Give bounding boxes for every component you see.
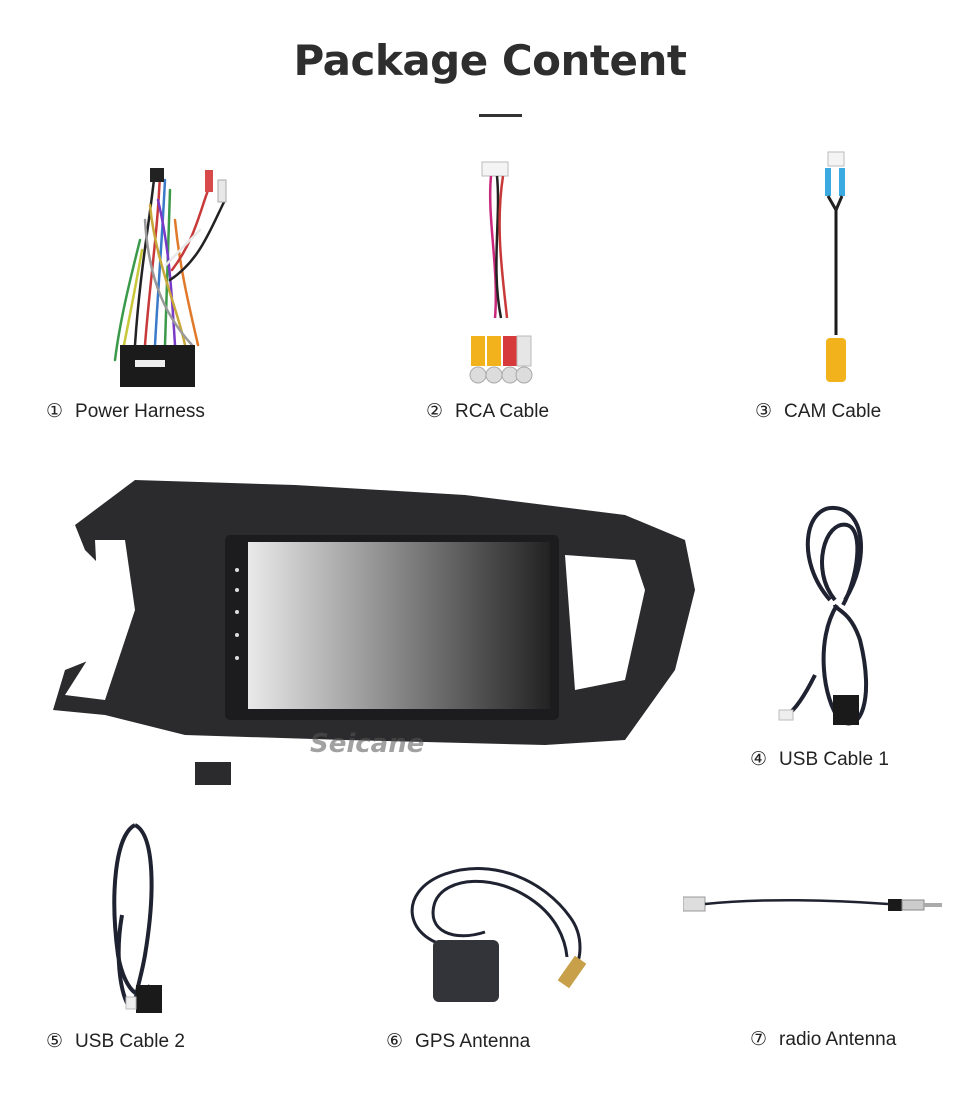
gps-antenna-image	[395, 862, 605, 1012]
watermark: Seicane	[310, 729, 424, 759]
power-harness-image	[100, 160, 260, 390]
radio-antenna-image	[683, 890, 945, 920]
usb-cable-1-image	[775, 500, 885, 740]
usb-cable-2-image	[100, 815, 175, 1025]
rca-cable-image	[455, 158, 545, 394]
title-divider	[479, 114, 522, 117]
cam-cable-image	[810, 150, 870, 390]
head-unit-frame-image: Seicane	[45, 470, 705, 785]
page-title: Package Content	[293, 36, 687, 85]
